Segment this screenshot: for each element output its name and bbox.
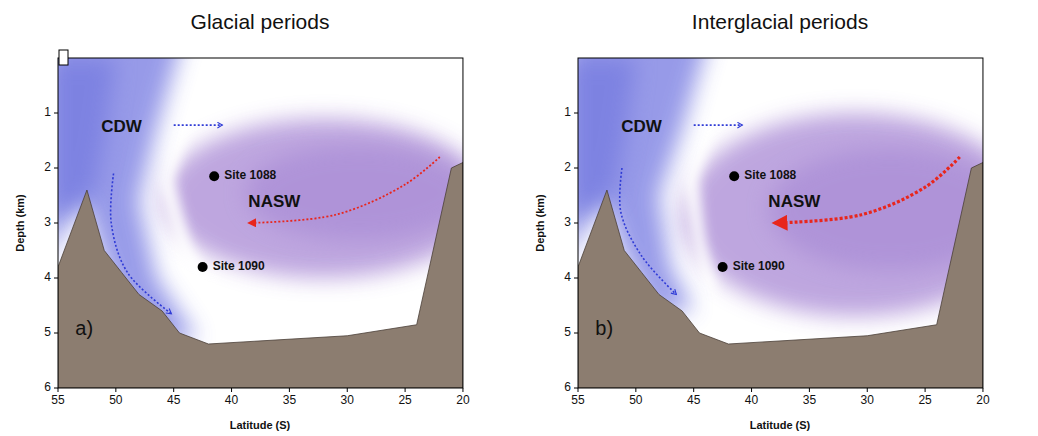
axis-tick: [574, 223, 578, 224]
panel-illustration: [566, 31, 1029, 393]
tick-label: 40: [225, 394, 238, 407]
axis-title: Latitude (S): [230, 419, 291, 431]
axis-tick: [115, 388, 116, 392]
panel-title: Glacial periods: [191, 10, 330, 33]
axis-title: Depth (km): [14, 194, 26, 251]
tick-label: 55: [51, 394, 64, 407]
tick-label: 3: [564, 216, 571, 229]
tick-label: 6: [44, 381, 51, 394]
axis-tick: [231, 388, 232, 392]
axis-tick: [751, 388, 752, 392]
site-label: Site 1088: [224, 170, 276, 183]
tick-label: 30: [341, 394, 354, 407]
axis-tick: [58, 388, 59, 392]
tick-label: 25: [918, 394, 931, 407]
tick-label: 50: [109, 394, 122, 407]
panel-letter: b): [595, 317, 613, 339]
tick-label: 1: [564, 106, 571, 119]
nasw-water-mass: [162, 119, 463, 279]
tick-label: 5: [564, 326, 571, 339]
axis-tick: [693, 388, 694, 392]
axis-tick: [54, 388, 58, 389]
tick-label: 35: [803, 394, 816, 407]
axis-title: Depth (km): [534, 194, 546, 251]
tick-label: 2: [44, 161, 51, 174]
tick-label: 35: [283, 394, 296, 407]
corner-marker: [59, 50, 68, 65]
site-dot: [718, 262, 728, 272]
cdw-flow-arrow: [694, 124, 743, 126]
seafloor-bathymetry: [58, 163, 463, 389]
plot-frame: [578, 58, 983, 388]
panel-illustration: [46, 31, 486, 393]
nasw-flow-arrow: [775, 157, 960, 223]
tick-label: 4: [564, 271, 571, 284]
axis-tick: [982, 388, 983, 392]
cdw-flow-arrow: [620, 168, 677, 295]
axis-tick: [289, 388, 290, 392]
tick-label: 50: [629, 394, 642, 407]
tick-label: 1: [44, 106, 51, 119]
axis-tick: [54, 113, 58, 114]
tick-label: 55: [571, 394, 584, 407]
axis-tick: [867, 388, 868, 392]
seafloor-bathymetry: [578, 163, 983, 389]
tick-label: 4: [44, 271, 51, 284]
axis-tick: [574, 388, 578, 389]
axis-tick: [574, 333, 578, 334]
water-mass-label: CDW: [621, 117, 662, 136]
tick-label: 25: [398, 394, 411, 407]
cdw-flow-arrow: [174, 124, 223, 126]
tick-label: 6: [564, 381, 571, 394]
axis-tick: [574, 113, 578, 114]
nasw-flow-arrow: [249, 157, 440, 223]
site-label: Site 1090: [213, 260, 265, 273]
site-dot: [198, 262, 208, 272]
tick-label: 2: [564, 161, 571, 174]
axis-tick: [54, 223, 58, 224]
axis-tick: [54, 333, 58, 334]
tick-label: 5: [44, 326, 51, 339]
axis-tick: [462, 388, 463, 392]
site-dot: [209, 171, 219, 181]
tick-label: 20: [456, 394, 469, 407]
panel-title: Interglacial periods: [692, 10, 868, 33]
cdw-flow-arrow: [111, 174, 172, 314]
axis-tick: [925, 388, 926, 392]
site-dot: [729, 171, 739, 181]
axis-tick: [54, 278, 58, 279]
tick-label: 45: [167, 394, 180, 407]
axis-tick: [635, 388, 636, 392]
axis-tick: [578, 388, 579, 392]
site-label: Site 1090: [733, 260, 785, 273]
axis-tick: [574, 278, 578, 279]
water-mass-label: NASW: [768, 193, 820, 212]
tick-label: 45: [687, 394, 700, 407]
axis-tick: [405, 388, 406, 392]
tick-label: 40: [745, 394, 758, 407]
tick-label: 3: [44, 216, 51, 229]
axis-title: Latitude (S): [750, 419, 811, 431]
panel-letter: a): [75, 317, 93, 339]
site-label: Site 1088: [744, 170, 796, 183]
tick-label: 30: [861, 394, 874, 407]
axis-tick: [54, 168, 58, 169]
nasw-water-mass: [682, 113, 983, 317]
axis-tick: [173, 388, 174, 392]
axis-tick: [574, 168, 578, 169]
axis-tick: [347, 388, 348, 392]
water-mass-label: NASW: [248, 193, 300, 212]
plot-frame: [58, 58, 463, 388]
axis-tick: [809, 388, 810, 392]
tick-label: 20: [976, 394, 989, 407]
water-mass-label: CDW: [101, 117, 142, 136]
